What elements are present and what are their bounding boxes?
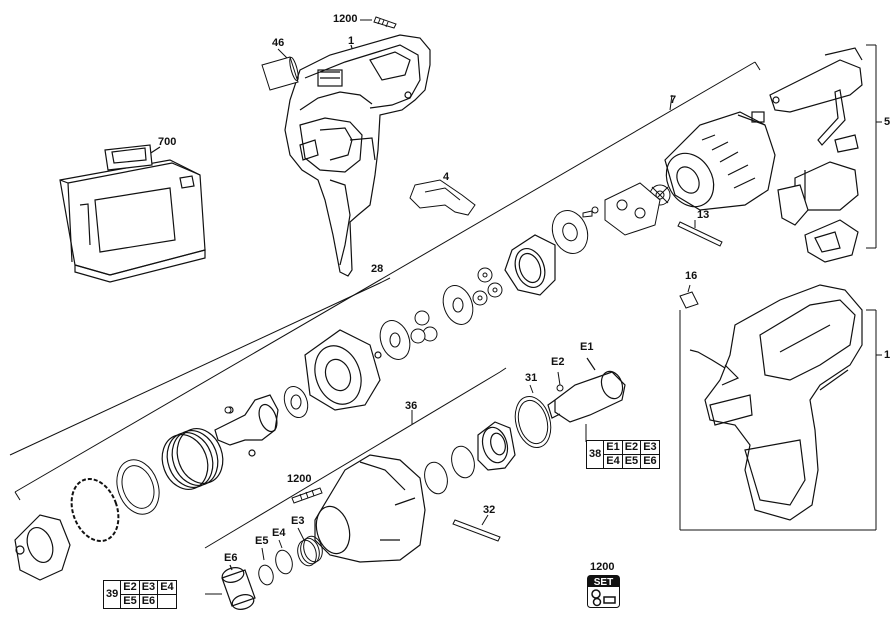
kit-39-cell: E5 (120, 594, 140, 609)
housing-assembly-part-1 (689, 284, 863, 521)
callout-28: 28 (371, 263, 384, 275)
ring-gear (504, 234, 556, 296)
kit-38-cell: E3 (640, 440, 660, 455)
bracket-1-right (679, 309, 882, 531)
bracket-5 (866, 44, 882, 249)
spring-E3 (297, 527, 323, 567)
ring-E5 (258, 547, 274, 586)
kit-39-cell (157, 594, 177, 609)
label-part-16 (679, 284, 699, 309)
switch-assembly-part-5 (769, 47, 863, 263)
sleeve-E6 (221, 564, 256, 610)
callout-E2: E2 (551, 356, 565, 368)
kit-38-cell: E5 (621, 454, 642, 469)
steel-ball (224, 406, 232, 414)
set-badge: SET (587, 575, 620, 608)
callout-E6: E6 (224, 552, 238, 564)
ball-ring (70, 478, 120, 542)
clip-part-4 (409, 179, 476, 216)
kit-39-number: 39 (102, 580, 122, 609)
motor-part (664, 111, 776, 211)
kit-39-cell: E2 (120, 580, 140, 595)
planet-gears-upper (472, 267, 503, 306)
kit-table-39: 39 E2 E3 E4 E5 E6 (102, 580, 177, 609)
screw-1200-mid (291, 487, 323, 504)
steel-ball-E2 (556, 371, 564, 392)
housing-half-part-1 (284, 34, 431, 277)
thrust-washer (551, 210, 589, 254)
callout-E1: E1 (580, 341, 594, 353)
kit-39-cell: E3 (138, 580, 159, 595)
main-spring (161, 428, 224, 490)
planet-gears-lower (410, 310, 438, 344)
screw-1200-top (360, 16, 397, 29)
callout-4: 4 (443, 171, 450, 183)
washer-E4 (275, 539, 293, 575)
bushing (477, 421, 516, 471)
set-badge-text: SET (594, 577, 613, 588)
washer-36b (424, 461, 448, 495)
callout-1-right: 1 (884, 349, 891, 361)
callout-1200-bottom: 1200 (590, 561, 615, 573)
carrier-plate-2 (379, 320, 411, 360)
washer-36a (451, 445, 475, 479)
pin-part-13 (677, 220, 723, 247)
kit-38-number: 38 (585, 440, 605, 469)
callout-46: 46 (272, 37, 285, 49)
kit-38-cell: E4 (603, 454, 623, 469)
callout-5: 5 (884, 116, 891, 128)
callout-32: 32 (483, 504, 496, 516)
callout-36: 36 (405, 400, 418, 412)
gear-plate (604, 182, 661, 236)
o-ring (116, 459, 160, 515)
planet-carrier (442, 285, 474, 325)
callout-E3: E3 (291, 515, 305, 527)
kit-39-cell: E6 (138, 594, 159, 609)
spindle (214, 394, 279, 457)
pad-part-46 (261, 48, 299, 91)
kit-table-38: 38 E1 E2 E3 E4 E5 E6 (585, 440, 660, 469)
group-bracket-7 (14, 61, 761, 501)
front-cover (314, 454, 426, 563)
group-bracket-28 (9, 277, 391, 456)
gearbox-housing (304, 329, 382, 411)
carry-case-part-700 (59, 144, 206, 283)
callout-16: 16 (685, 270, 698, 282)
callout-700: 700 (158, 136, 177, 148)
ring-part-31 (514, 384, 552, 448)
screw-small (582, 210, 593, 218)
callout-7: 7 (670, 94, 677, 106)
callout-1: 1 (348, 35, 355, 47)
set-sleeve-icon (603, 596, 616, 604)
callout-1200-mid: 1200 (287, 473, 312, 485)
callout-E4: E4 (272, 527, 286, 539)
callout-E5: E5 (255, 535, 269, 547)
kit-39-cell: E4 (157, 580, 177, 595)
callout-13: 13 (697, 209, 710, 221)
callout-1200-top: 1200 (333, 13, 358, 25)
bearing (283, 386, 309, 418)
washer-small (591, 206, 599, 214)
kit-38-cell: E6 (640, 454, 660, 469)
kit-38-cell: E2 (621, 440, 642, 455)
anvil-E1 (547, 357, 626, 423)
hammer (14, 514, 71, 581)
pin-part-32 (452, 514, 501, 542)
set-washer-icon (592, 597, 602, 607)
group-bracket-36 (204, 367, 507, 549)
callout-31: 31 (525, 372, 538, 384)
kit-38-cell: E1 (603, 440, 623, 455)
